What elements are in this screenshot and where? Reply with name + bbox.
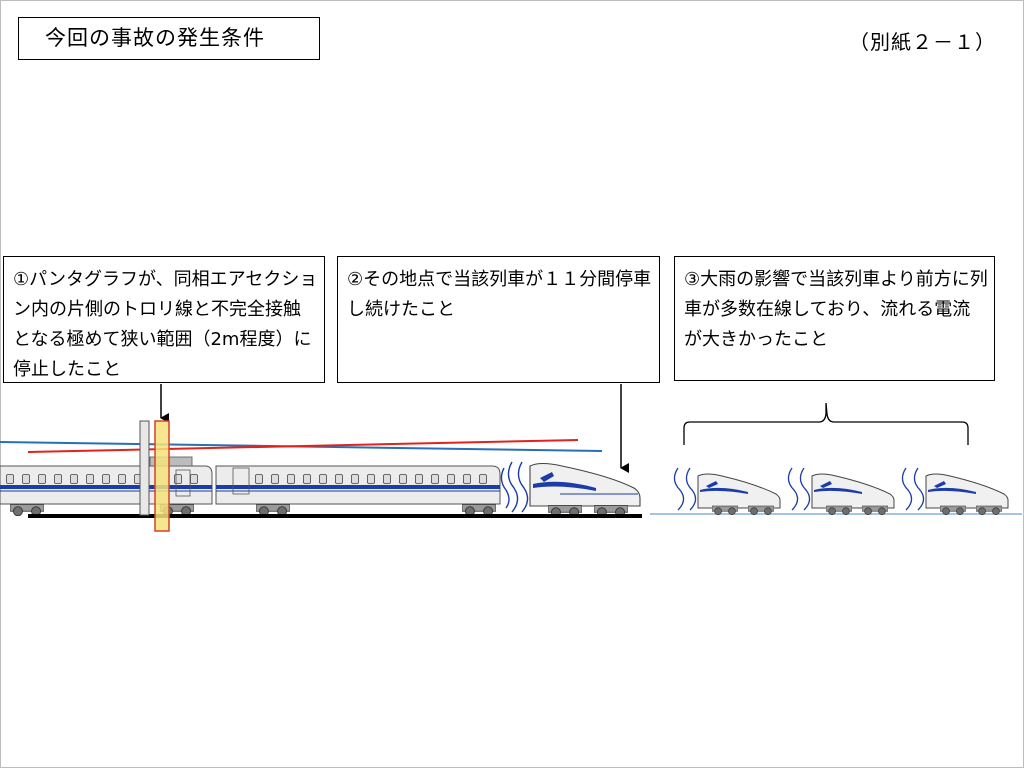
curly-brace-icon [683,402,969,445]
incomplete-contact-zone [154,420,170,532]
condition-note-3: ③大雨の影響で当該列車より前方に列車が多数在線しており、流れる電流が大きかったこ… [674,256,995,381]
shinkansen-train-icon [0,456,501,516]
slide-title: 今回の事故の発生条件 [18,17,320,60]
sheet-label: （別紙２－１） [849,30,996,54]
forward-train-2 [787,467,895,515]
motion-lines-icon [500,461,529,513]
forward-train-1 [673,467,781,515]
forward-train-3 [901,467,1009,515]
condition-note-2: ②その地点で当該列車が１１分間停車し続けたこと [337,256,660,383]
air-section-pole [139,420,150,516]
train-nose-icon [529,462,641,517]
trolley-wire-red [27,439,579,453]
condition-note-1: ①パンタグラフが、同相エアセクション内の片側のトロリ線と不完全接触となる極めて狭… [3,256,325,383]
